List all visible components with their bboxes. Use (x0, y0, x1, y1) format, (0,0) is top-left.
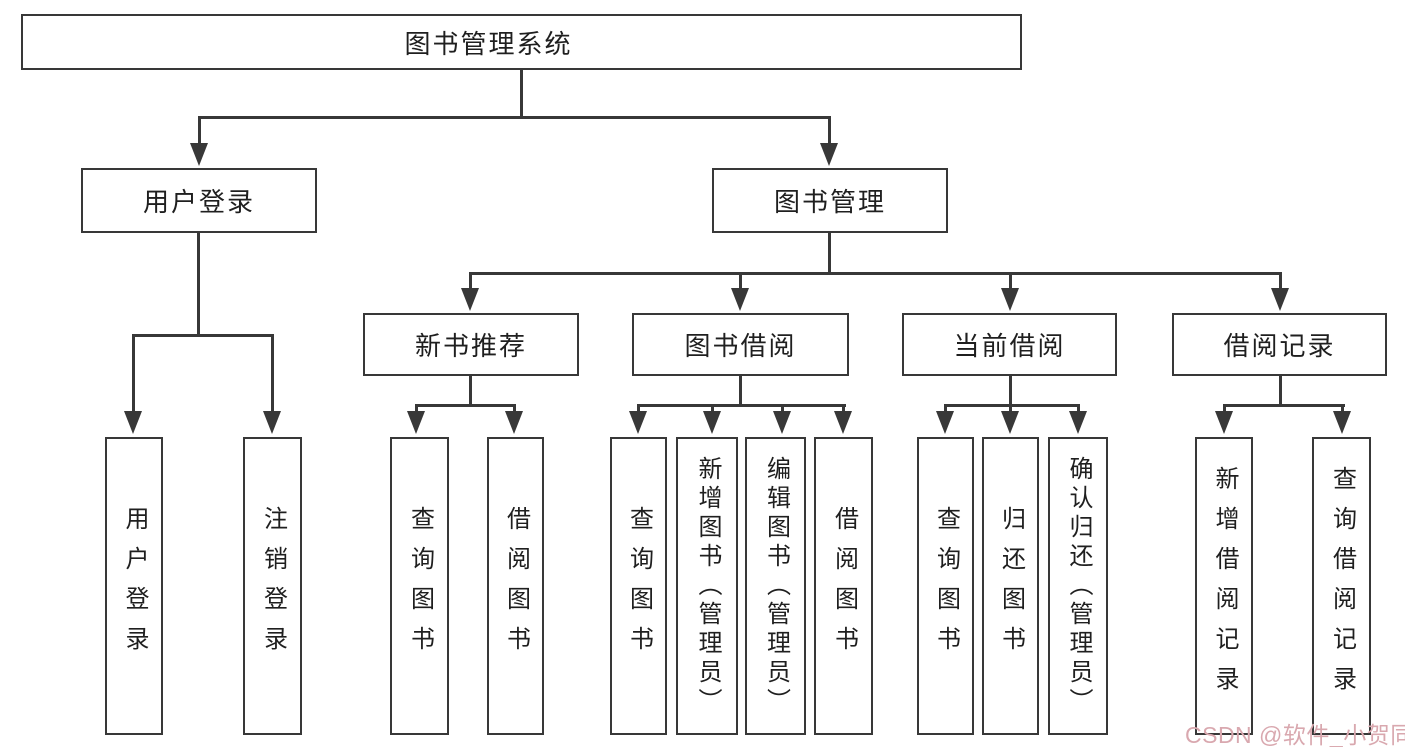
connector-line (1009, 272, 1012, 292)
connector-line (944, 404, 1080, 407)
connector-line (739, 376, 742, 407)
leaf-label: 新增图书（管理员） (694, 455, 721, 717)
node-current-borrowing: 当前借阅 (902, 313, 1117, 376)
node-label: 借阅记录 (1223, 331, 1336, 361)
arrow-down-icon (629, 411, 647, 434)
connector-line (415, 404, 516, 407)
node-user-login: 用户登录 (81, 168, 317, 233)
leaf-current-query-books: 查询图书 (917, 437, 974, 735)
leaf-borrowing-query-books: 查询图书 (610, 437, 667, 735)
arrow-down-icon (461, 288, 479, 311)
leaf-label: 新增借阅记录 (1211, 466, 1238, 706)
leaf-newbook-borrow-books: 借阅图书 (487, 437, 544, 735)
connector-line (1223, 404, 1345, 407)
arrow-down-icon (407, 411, 425, 434)
leaf-label: 查询图书 (932, 506, 960, 666)
connector-line (520, 70, 523, 118)
leaf-label: 借阅图书 (502, 506, 530, 666)
leaf-label: 查询借阅记录 (1328, 466, 1356, 706)
leaf-current-return-books: 归还图书 (982, 437, 1039, 735)
leaf-records-query-borrow-record: 查询借阅记录 (1312, 437, 1371, 735)
connector-line (1279, 376, 1282, 407)
leaf-logout: 注销登录 (243, 437, 302, 735)
connector-line (828, 233, 831, 274)
connector-line (1341, 404, 1344, 416)
leaf-label: 查询图书 (406, 506, 434, 666)
connector-line (132, 334, 135, 414)
node-label: 当前借阅 (953, 331, 1066, 361)
leaf-borrowing-edit-books-admin: 编辑图书（管理员） (745, 437, 806, 735)
connector-line (1279, 272, 1282, 292)
leaf-label: 查询图书 (625, 506, 653, 666)
connector-line (513, 404, 516, 416)
arrow-down-icon (731, 288, 749, 311)
connector-line (469, 272, 1282, 275)
node-book-management: 图书管理 (712, 168, 948, 233)
connector-line (415, 404, 418, 416)
connector-line (739, 272, 742, 292)
connector-line (1077, 404, 1080, 416)
connector-line (637, 404, 640, 416)
node-label: 图书借阅 (684, 331, 797, 361)
leaf-label: 注销登录 (259, 506, 287, 666)
arrow-down-icon (505, 411, 523, 434)
connector-line (842, 404, 845, 416)
leaf-user-login: 用户登录 (105, 437, 163, 735)
leaf-label: 归还图书 (997, 506, 1025, 666)
node-label: 图书管理系统 (404, 28, 573, 59)
leaf-label: 确认归还（管理员） (1065, 455, 1092, 717)
node-book-borrowing: 图书借阅 (632, 313, 849, 376)
connector-line (469, 376, 472, 407)
arrow-down-icon (936, 411, 954, 434)
node-library-management-system: 图书管理系统 (21, 14, 1022, 70)
connector-line (271, 334, 274, 414)
arrow-down-icon (773, 411, 791, 434)
connector-line (828, 116, 831, 146)
connector-line (1009, 376, 1012, 407)
arrow-down-icon (263, 411, 281, 434)
leaf-borrowing-borrow-books: 借阅图书 (814, 437, 873, 735)
arrow-down-icon (1215, 411, 1233, 434)
arrow-down-icon (834, 411, 852, 434)
connector-line (781, 404, 784, 416)
node-label: 新书推荐 (414, 331, 527, 361)
leaf-label: 编辑图书（管理员） (762, 455, 790, 717)
connector-line (1223, 404, 1226, 416)
arrow-down-icon (703, 411, 721, 434)
csdn-watermark: CSDN @软件_小贺同学 (1185, 722, 1405, 747)
node-label: 图书管理 (773, 187, 886, 217)
connector-line (469, 272, 472, 292)
connector-line (711, 404, 714, 416)
arrow-down-icon (1271, 288, 1289, 311)
arrow-down-icon (820, 143, 838, 166)
arrow-down-icon (1001, 411, 1019, 434)
arrow-down-icon (190, 143, 208, 166)
connector-line (637, 404, 846, 407)
connector-line (944, 404, 947, 416)
arrow-down-icon (1333, 411, 1351, 434)
leaf-newbook-query-books: 查询图书 (390, 437, 449, 735)
node-new-book-recommend: 新书推荐 (363, 313, 579, 376)
connector-line (198, 116, 201, 146)
node-borrow-records: 借阅记录 (1172, 313, 1387, 376)
connector-line (1009, 404, 1012, 416)
leaf-borrowing-add-books-admin: 新增图书（管理员） (676, 437, 738, 735)
leaf-records-add-borrow-record: 新增借阅记录 (1195, 437, 1253, 735)
leaf-label: 用户登录 (121, 506, 148, 666)
connector-line (132, 334, 274, 337)
arrow-down-icon (1069, 411, 1087, 434)
leaf-label: 借阅图书 (830, 506, 858, 666)
arrow-down-icon (124, 411, 142, 434)
leaf-current-confirm-return-admin: 确认归还（管理员） (1048, 437, 1108, 735)
connector-line (197, 233, 200, 337)
connector-line (198, 116, 831, 119)
arrow-down-icon (1001, 288, 1019, 311)
node-label: 用户登录 (142, 187, 255, 217)
